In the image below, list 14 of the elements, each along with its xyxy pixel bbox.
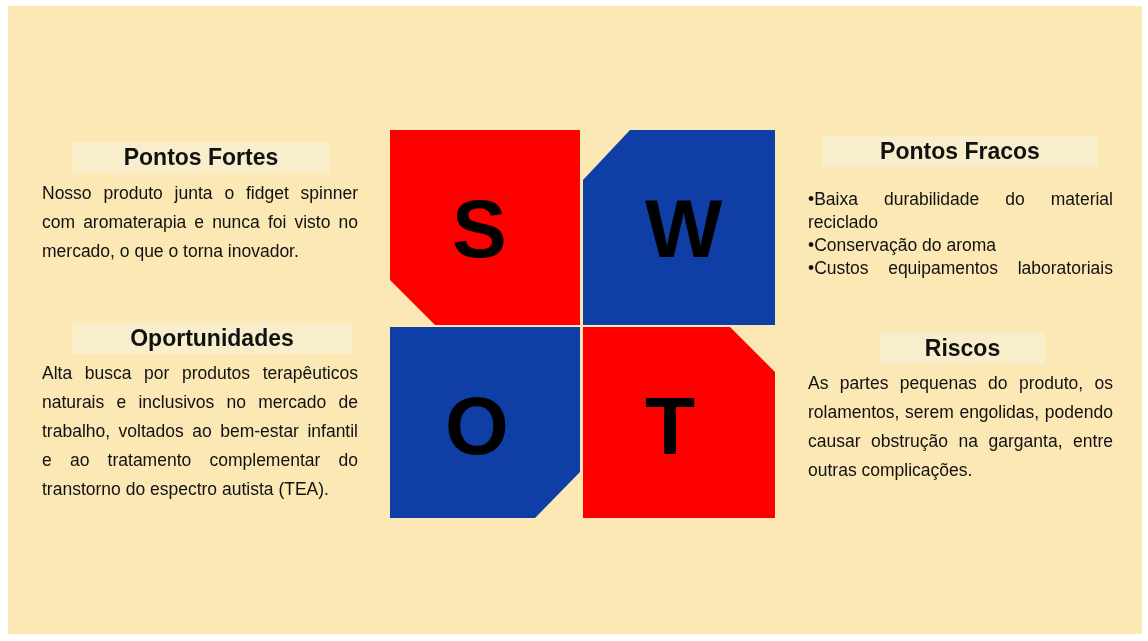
bullet-item: •Conservação do aroma [808, 234, 998, 257]
quadrant-letter: W [645, 188, 723, 270]
section-heading: Pontos Fortes [72, 142, 330, 173]
section-text: As partes pequenas do produto, os rolamentos, serem engolidas, podendo causar obstrução na garganta, entre outras complicações. [808, 372, 1113, 482]
section-heading: Riscos [880, 333, 1045, 364]
quadrant-letter: O [445, 385, 509, 467]
section-text: Nosso produto junta o fidget spinner com aromaterapia e nunca foi visto no mercado, o que o torna inovador. [42, 182, 358, 263]
section-text: Alta busca por produtos terapêuticos naturais e inclusivos no mercado de trabalho, voltados ao bem-estar infantil e ao tratamento complementar do transtorno do espectro autista (TEA). [42, 362, 358, 501]
section-heading: Pontos Fracos [822, 136, 1098, 167]
bullet-item: •Baixa durabilidade do material reciclado [808, 188, 1113, 234]
quadrant-letter: T [645, 385, 696, 467]
bullet-item: •Custos equipamentos laboratoriais [808, 257, 1113, 280]
section-heading: Oportunidades [72, 323, 352, 354]
quadrant-letter: S [452, 188, 507, 270]
